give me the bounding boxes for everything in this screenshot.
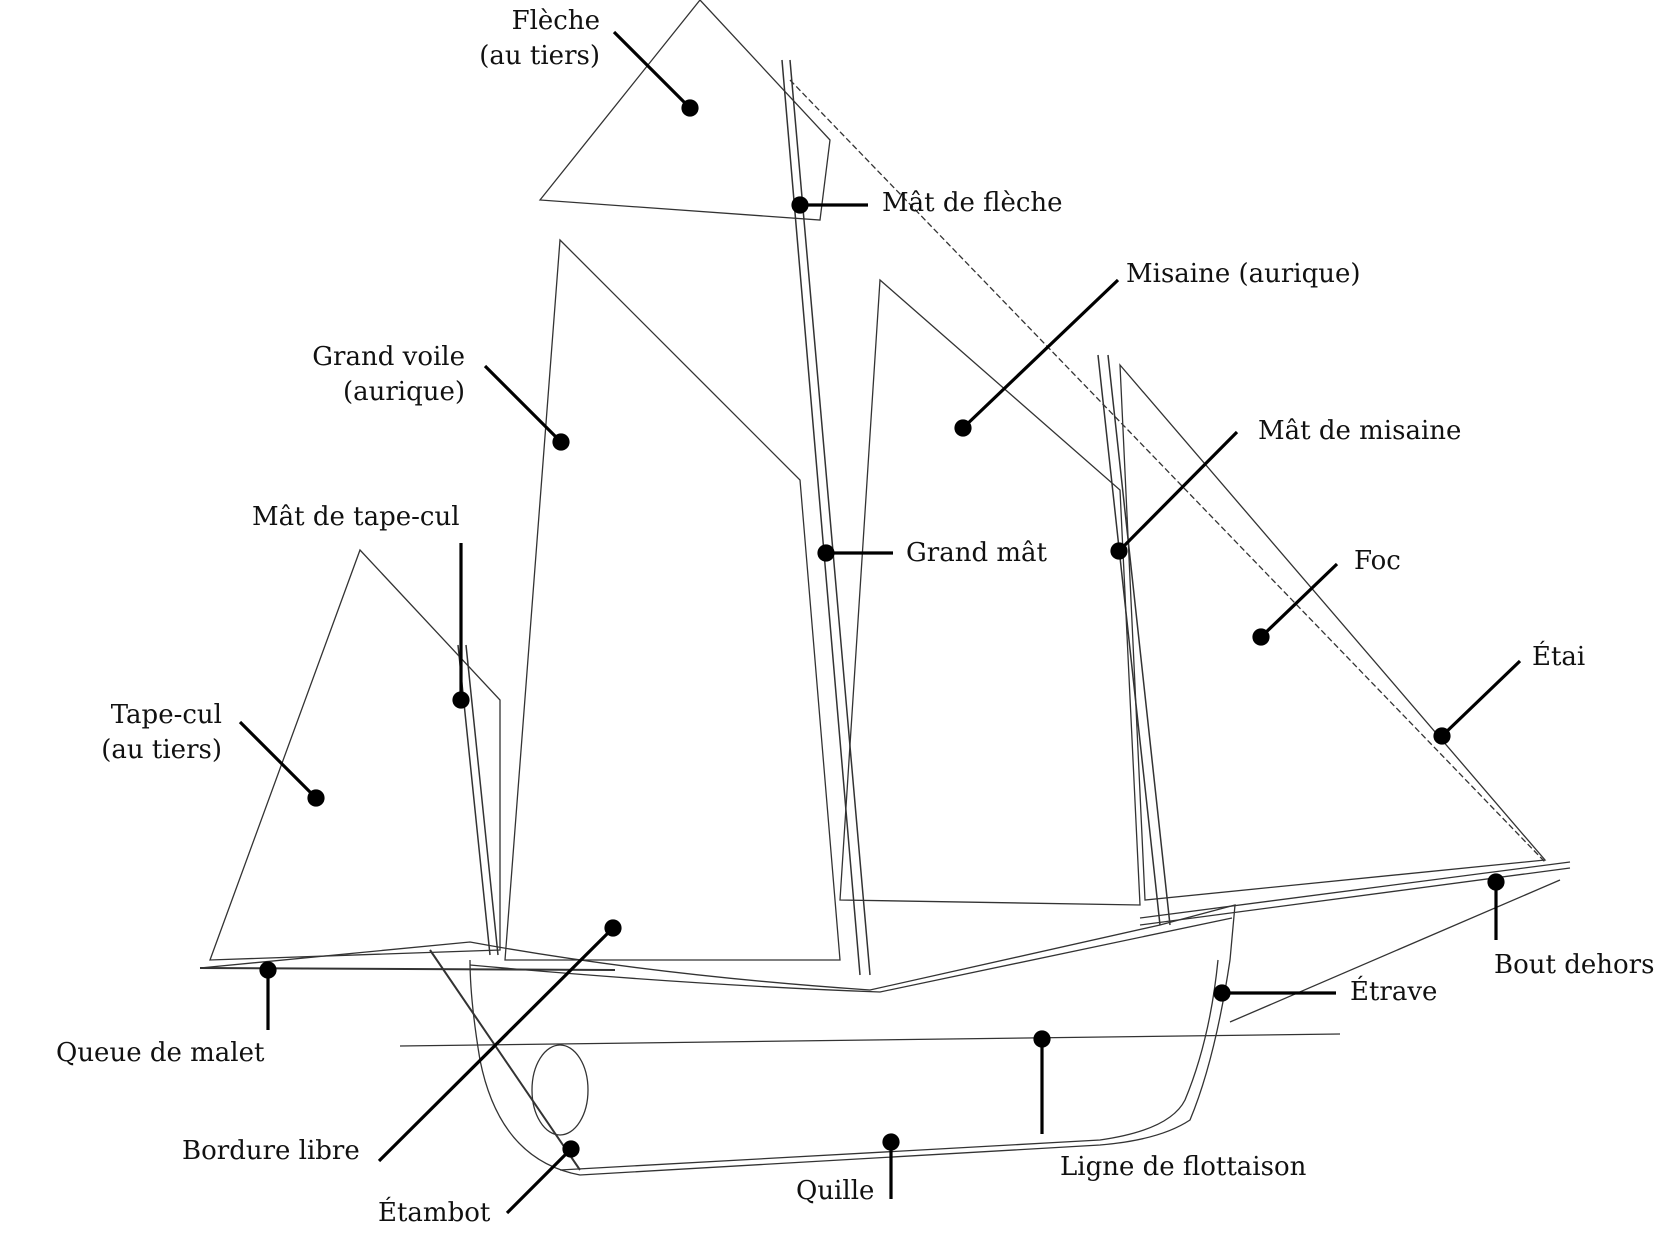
mainsail [504, 238, 841, 961]
label-grand-voile: Grand voile (aurique) [290, 340, 465, 410]
leaders [238, 30, 1522, 1215]
mizzen-sail [209, 548, 501, 961]
jib [1119, 363, 1547, 901]
label-line: (aurique) [342, 377, 465, 407]
leader-dot [954, 419, 972, 437]
leader-dot [604, 919, 622, 937]
leader-dot [1213, 984, 1231, 1002]
label-mat-de-misaine: Mât de misaine [1258, 416, 1462, 446]
leader-dot [562, 1140, 580, 1158]
leader-dot [1110, 542, 1128, 560]
label-line: (au tiers) [479, 41, 600, 71]
label-bout-dehors: Bout dehors [1494, 950, 1655, 980]
rudder-blade [531, 1044, 589, 1136]
label-foc: Foc [1354, 546, 1401, 576]
label-quille: Quille [796, 1176, 875, 1206]
leader-dot [259, 961, 277, 979]
label-line: Tape-cul [110, 700, 222, 730]
label-bordure-libre: Bordure libre [182, 1136, 360, 1166]
label-etrave: Étrave [1350, 977, 1438, 1007]
label-line: Flèche [511, 6, 600, 36]
foresail [839, 278, 1141, 906]
leader-dot [1487, 873, 1505, 891]
leader-dot [1252, 628, 1270, 646]
label-etambot: Étambot [378, 1198, 491, 1228]
leader-dot [791, 196, 809, 214]
rudder-stock [429, 949, 581, 1171]
bowsprit-stay [1229, 879, 1561, 1023]
leader-dot [1033, 1030, 1051, 1048]
label-line: Grand voile [312, 342, 465, 372]
label-mat-de-tape-cul: Mât de tape-cul [252, 502, 460, 532]
leader-dot [681, 99, 699, 117]
waterline [399, 1033, 1341, 1047]
label-misaine: Misaine (aurique) [1126, 259, 1361, 289]
leader-dot [307, 789, 325, 807]
label-queue-de-malet: Queue de malet [56, 1038, 265, 1068]
label-ligne-de-flottaison: Ligne de flottaison [1060, 1152, 1307, 1182]
main-mast [781, 59, 871, 976]
label-grand-mat: Grand mât [906, 538, 1047, 568]
leader-dot [882, 1133, 900, 1151]
label-etai: Étai [1532, 642, 1586, 672]
leader-dot [452, 691, 470, 709]
fore-mast [1097, 354, 1171, 926]
forestay [789, 79, 1546, 863]
leader-dot [1433, 727, 1451, 745]
leader-dot [817, 544, 835, 562]
label-mat-de-fleche: Mât de flèche [882, 188, 1063, 218]
label-fleche: Flèche (au tiers) [470, 4, 600, 74]
label-tape-cul: Tape-cul (au tiers) [90, 698, 222, 768]
label-line: (au tiers) [101, 735, 222, 765]
leader-dot [552, 433, 570, 451]
